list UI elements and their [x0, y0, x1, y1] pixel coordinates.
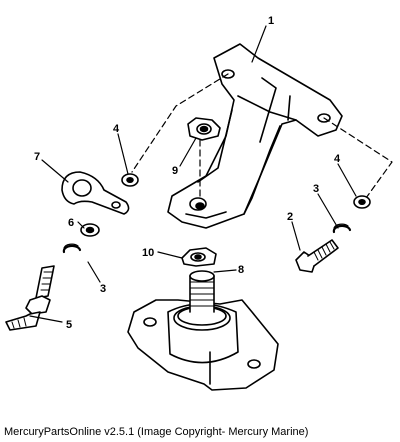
lockwasher[interactable] [62, 243, 82, 254]
callout-3: 3 [100, 283, 106, 295]
alignment-lines [131, 73, 393, 199]
callout-5: 5 [66, 319, 72, 331]
washer[interactable] [121, 173, 139, 187]
washer[interactable] [353, 195, 371, 209]
callout-8: 8 [238, 264, 244, 276]
callout-1: 1 [268, 15, 274, 27]
nut[interactable] [187, 117, 221, 141]
washer[interactable] [80, 223, 100, 237]
callout-9: 9 [172, 165, 178, 177]
tab-washer[interactable] [181, 247, 217, 267]
callout-6: 6 [68, 217, 74, 229]
copyright-footer: MercuryPartsOnline v2.5.1 (Image Copyrig… [4, 426, 309, 438]
engine-mount-bracket[interactable] [167, 43, 343, 229]
callout-4: 4 [113, 123, 120, 135]
leader-lines [29, 25, 357, 323]
callout-numbers: 1 2 3 3 4 4 5 6 7 8 9 10 [34, 15, 341, 331]
stud[interactable] [5, 265, 55, 331]
bolt[interactable] [295, 239, 339, 273]
clamp[interactable] [61, 171, 130, 215]
lockwasher[interactable] [332, 223, 352, 234]
callout-10: 10 [142, 247, 154, 259]
callout-4: 4 [334, 153, 341, 165]
callout-3: 3 [313, 183, 319, 195]
callout-7: 7 [34, 151, 40, 163]
callout-2: 2 [287, 211, 293, 223]
engine-mount[interactable] [127, 270, 279, 391]
